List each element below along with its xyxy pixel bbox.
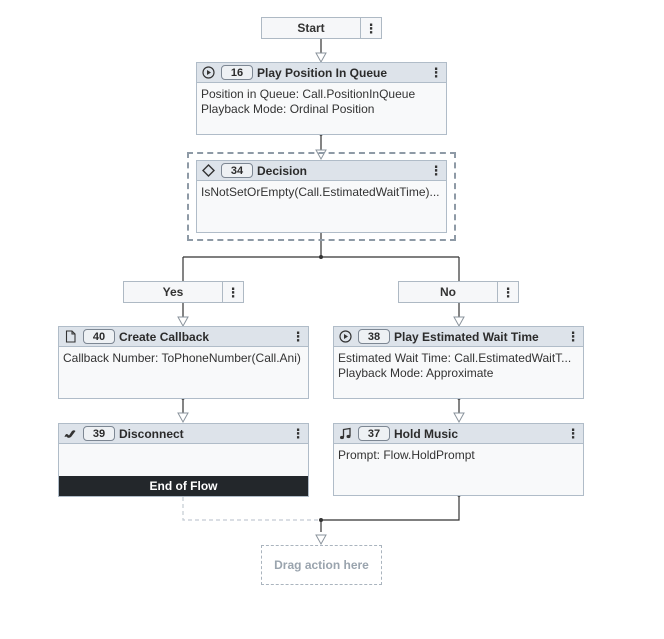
play-wait-time-header[interactable]: 38 Play Estimated Wait Time ⋮	[334, 327, 583, 347]
create-callback-line-1: Callback Number: ToPhoneNumber(Call.Ani)	[63, 351, 301, 365]
branch-no-menu-button[interactable]: ⋮	[497, 282, 518, 302]
start-menu-button[interactable]: ⋮	[360, 18, 381, 38]
branch-no[interactable]: No ⋮	[398, 281, 519, 303]
play-position-id: 16	[221, 65, 253, 80]
kebab-icon: ⋮	[291, 426, 305, 441]
hang-up-icon	[63, 427, 77, 441]
hold-music-node[interactable]: 37 Hold Music ⋮ Prompt: Flow.HoldPrompt	[333, 423, 584, 496]
kebab-icon: ⋮	[364, 20, 378, 36]
hold-music-menu-button[interactable]: ⋮	[563, 424, 583, 443]
kebab-icon: ⋮	[291, 329, 305, 344]
start-label: Start	[297, 21, 325, 35]
play-position-line-2: Playback Mode: Ordinal Position	[201, 102, 375, 116]
disconnect-title: Disconnect	[119, 426, 184, 441]
play-position-header[interactable]: 16 Play Position In Queue ⋮	[197, 63, 446, 83]
kebab-icon: ⋮	[429, 163, 443, 178]
decision-line-1: IsNotSetOrEmpty(Call.EstimatedWaitTime).…	[201, 185, 440, 199]
decision-selection-outline	[187, 152, 456, 241]
play-wait-time-id: 38	[358, 329, 390, 344]
kebab-icon: ⋮	[501, 284, 515, 300]
create-callback-header[interactable]: 40 Create Callback ⋮	[59, 327, 308, 347]
music-note-icon	[338, 427, 352, 441]
play-position-line-1: Position in Queue: Call.PositionInQueue	[201, 87, 416, 101]
play-wait-time-node[interactable]: 38 Play Estimated Wait Time ⋮ Estimated …	[333, 326, 584, 399]
decision-header[interactable]: 34 Decision ⋮	[197, 161, 446, 181]
diamond-icon	[201, 164, 215, 178]
hold-music-body: Prompt: Flow.HoldPrompt	[334, 444, 583, 467]
branch-no-label: No	[440, 285, 456, 299]
play-circle-icon	[201, 66, 215, 80]
start-node[interactable]: Start ⋮	[261, 17, 382, 39]
play-wait-time-line-2: Playback Mode: Approximate	[338, 366, 494, 380]
hold-music-title: Hold Music	[394, 426, 459, 441]
drag-action-drop-zone[interactable]: Drag action here	[261, 545, 382, 585]
kebab-icon: ⋮	[566, 426, 580, 441]
play-wait-time-line-1: Estimated Wait Time: Call.EstimatedWaitT…	[338, 351, 572, 365]
disconnect-node[interactable]: 39 Disconnect ⋮ End of Flow	[58, 423, 309, 497]
play-wait-time-title: Play Estimated Wait Time	[394, 329, 539, 344]
create-callback-node[interactable]: 40 Create Callback ⋮ Callback Number: To…	[58, 326, 309, 399]
decision-id: 34	[221, 163, 253, 178]
document-icon	[63, 330, 77, 344]
branch-yes-menu-button[interactable]: ⋮	[222, 282, 243, 302]
create-callback-title: Create Callback	[119, 329, 210, 344]
create-callback-body: Callback Number: ToPhoneNumber(Call.Ani)	[59, 347, 308, 370]
create-callback-menu-button[interactable]: ⋮	[288, 327, 308, 346]
decision-body: IsNotSetOrEmpty(Call.EstimatedWaitTime).…	[197, 181, 446, 204]
play-wait-time-body: Estimated Wait Time: Call.EstimatedWaitT…	[334, 347, 583, 385]
hold-music-id: 37	[358, 426, 390, 441]
play-position-body: Position in Queue: Call.PositionInQueue …	[197, 83, 446, 121]
decision-title: Decision	[257, 163, 308, 178]
disconnect-header[interactable]: 39 Disconnect ⋮	[59, 424, 308, 444]
decision-menu-button[interactable]: ⋮	[426, 161, 446, 180]
branch-yes-label: Yes	[162, 285, 184, 299]
decision-node[interactable]: 34 Decision ⋮ IsNotSetOrEmpty(Call.Estim…	[196, 160, 447, 233]
play-circle-icon	[338, 330, 352, 344]
disconnect-id: 39	[83, 426, 115, 441]
play-position-title: Play Position In Queue	[257, 65, 388, 80]
play-position-node[interactable]: 16 Play Position In Queue ⋮ Position in …	[196, 62, 447, 135]
create-callback-id: 40	[83, 329, 115, 344]
play-position-menu-button[interactable]: ⋮	[426, 63, 446, 82]
play-wait-time-menu-button[interactable]: ⋮	[563, 327, 583, 346]
hold-music-header[interactable]: 37 Hold Music ⋮	[334, 424, 583, 444]
kebab-icon: ⋮	[429, 65, 443, 80]
end-of-flow-bar: End of Flow	[59, 476, 308, 496]
hold-music-line-1: Prompt: Flow.HoldPrompt	[338, 448, 475, 462]
disconnect-menu-button[interactable]: ⋮	[288, 424, 308, 443]
kebab-icon: ⋮	[226, 284, 240, 300]
branch-yes[interactable]: Yes ⋮	[123, 281, 244, 303]
kebab-icon: ⋮	[566, 329, 580, 344]
